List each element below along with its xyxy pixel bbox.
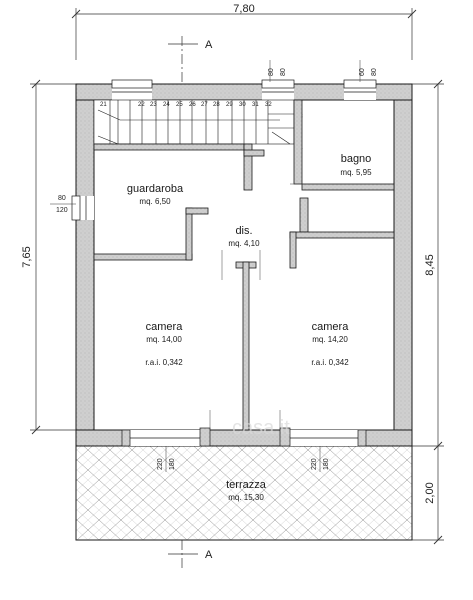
- stair-step-label: 31: [252, 102, 259, 108]
- stair-step-label: 24: [163, 102, 170, 108]
- interior-walls: [93, 99, 395, 431]
- stair-step-label: 26: [189, 102, 196, 108]
- room-area-bagno: mq. 5,95: [340, 168, 372, 177]
- window-mark-top-mid-1: 80: [268, 68, 275, 76]
- window-mark-leaders: [50, 60, 361, 472]
- window-mark-bottom-left-1: 220: [157, 458, 164, 470]
- stair-step-label: 28: [213, 102, 220, 108]
- window-mark-top-mid-2: 80: [280, 68, 287, 76]
- dimension-lines: [30, 8, 444, 541]
- dim-height-right: 8,45: [424, 254, 436, 275]
- room-name-terrazza: terrazza: [226, 479, 267, 491]
- section-mark-top: A: [205, 39, 213, 51]
- section-mark-bottom: A: [205, 549, 213, 561]
- door-lines: [209, 183, 330, 430]
- window-mark-bottom-right-1: 220: [311, 458, 318, 470]
- window-mark-left-1: 80: [58, 195, 66, 202]
- room-area-camera-right: mq. 14,20: [312, 335, 348, 344]
- dimension-ticks: [31, 9, 443, 545]
- window-mark-bottom-left-2: 180: [169, 458, 176, 470]
- stair-step-label: 30: [239, 102, 246, 108]
- window-mark-top-right-1: 60: [359, 68, 366, 76]
- room-rai-camera-right: r.a.i. 0,342: [311, 358, 349, 367]
- room-area-dis: mq. 4,10: [228, 239, 260, 248]
- dim-height-left: 7,65: [21, 246, 33, 267]
- section-arrows: [168, 43, 198, 555]
- terrace-floor: [75, 445, 413, 541]
- room-area-camera-left: mq. 14,00: [146, 335, 182, 344]
- stair-step-label: 21: [100, 102, 107, 108]
- room-name-guardaroba: guardaroba: [127, 183, 184, 195]
- room-area-guardaroba: mq. 6,50: [139, 197, 171, 206]
- room-rai-camera-left: r.a.i. 0,342: [145, 358, 183, 367]
- stair-step-label: 27: [201, 102, 208, 108]
- dim-total-width: 7,80: [233, 3, 254, 15]
- room-name-dis: dis.: [235, 225, 252, 237]
- dim-terrace-depth: 2,00: [424, 482, 436, 503]
- room-area-terrazza: mq. 15,30: [228, 493, 264, 502]
- window-marks: 80 80 60 80 80 120 220 180 220 180: [56, 68, 378, 470]
- stair-step-label: 32: [265, 102, 272, 108]
- stair-step-label: 22: [138, 102, 145, 108]
- room-name-camera-left: camera: [146, 321, 184, 333]
- window-mark-left-2: 120: [56, 207, 68, 214]
- room-name-camera-right: camera: [312, 321, 350, 333]
- stair-step-label: 23: [150, 102, 157, 108]
- window-mark-top-right-2: 80: [371, 68, 378, 76]
- watermark: casa.it: [232, 417, 290, 439]
- stair-step-label: 29: [226, 102, 233, 108]
- window-mark-bottom-right-2: 180: [323, 458, 330, 470]
- window-frames: [71, 79, 377, 447]
- room-name-bagno: bagno: [341, 153, 372, 165]
- stair-step-label: 25: [176, 102, 183, 108]
